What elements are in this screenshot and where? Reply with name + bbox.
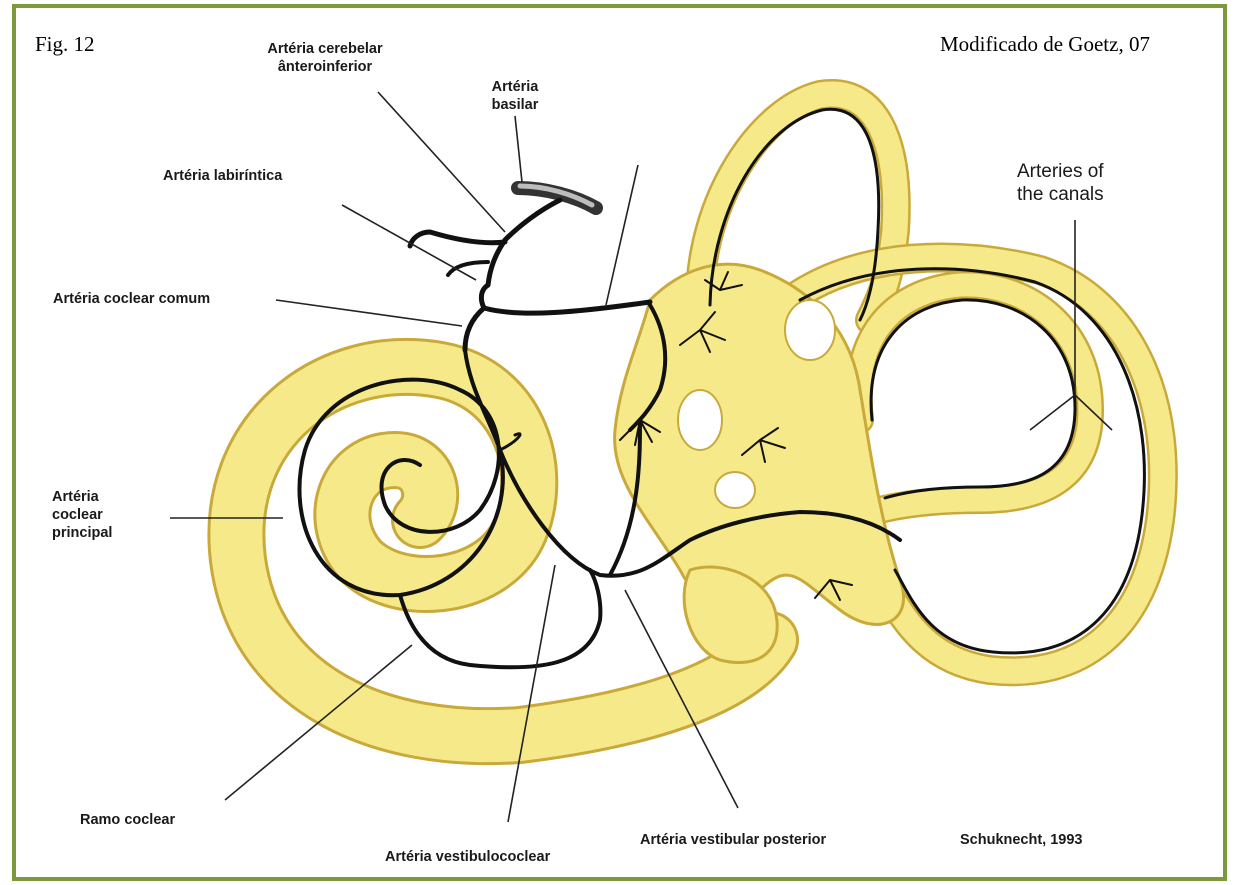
leader-upper [606, 165, 638, 305]
label-basilar-line2: basilar [470, 96, 560, 114]
label-main-cochlear-line1: Artéria [52, 488, 112, 506]
label-aica-line1: Artéria cerebelar [230, 40, 420, 58]
label-aica: Artéria cerebelar ânteroinferior [230, 40, 420, 76]
label-main-cochlear-line2: coclear [52, 506, 112, 524]
label-basilar-line1: Artéria [470, 78, 560, 96]
source-credit-bottom: Schuknecht, 1993 [960, 831, 1083, 849]
label-posterior-vestibular: Artéria vestibular posterior [640, 831, 826, 849]
labyrinthine-artery [465, 285, 488, 350]
label-main-cochlear-line3: principal [52, 524, 112, 542]
leader-basilar [515, 116, 522, 182]
source-credit-top: Modificado de Goetz, 07 [940, 32, 1150, 57]
label-vestibulocochlear: Artéria vestibulococlear [385, 848, 550, 866]
label-labyrinthine: Artéria labiríntica [163, 167, 282, 185]
label-common-cochlear: Artéria coclear comum [53, 290, 210, 308]
canal-artery-lateral [871, 300, 1075, 498]
label-canal-arteries-line1: Arteries of [1017, 160, 1104, 183]
common-cochlear-artery [484, 302, 650, 313]
label-canal-arteries-line2: the canals [1017, 183, 1104, 206]
leader-canals-b [1030, 395, 1075, 430]
label-cochlear-ramus: Ramo coclear [80, 811, 175, 829]
label-canal-arteries: Arteries of the canals [1017, 160, 1104, 206]
leader-vestibulocochlear [508, 565, 555, 822]
leader-labyrinthine [342, 205, 476, 280]
figure-number: Fig. 12 [35, 32, 95, 57]
label-aica-line2: ânteroinferior [230, 58, 420, 76]
label-basilar: Artéria basilar [470, 78, 560, 114]
leader-common-cochlear [276, 300, 462, 326]
label-main-cochlear: Artéria coclear principal [52, 488, 112, 542]
